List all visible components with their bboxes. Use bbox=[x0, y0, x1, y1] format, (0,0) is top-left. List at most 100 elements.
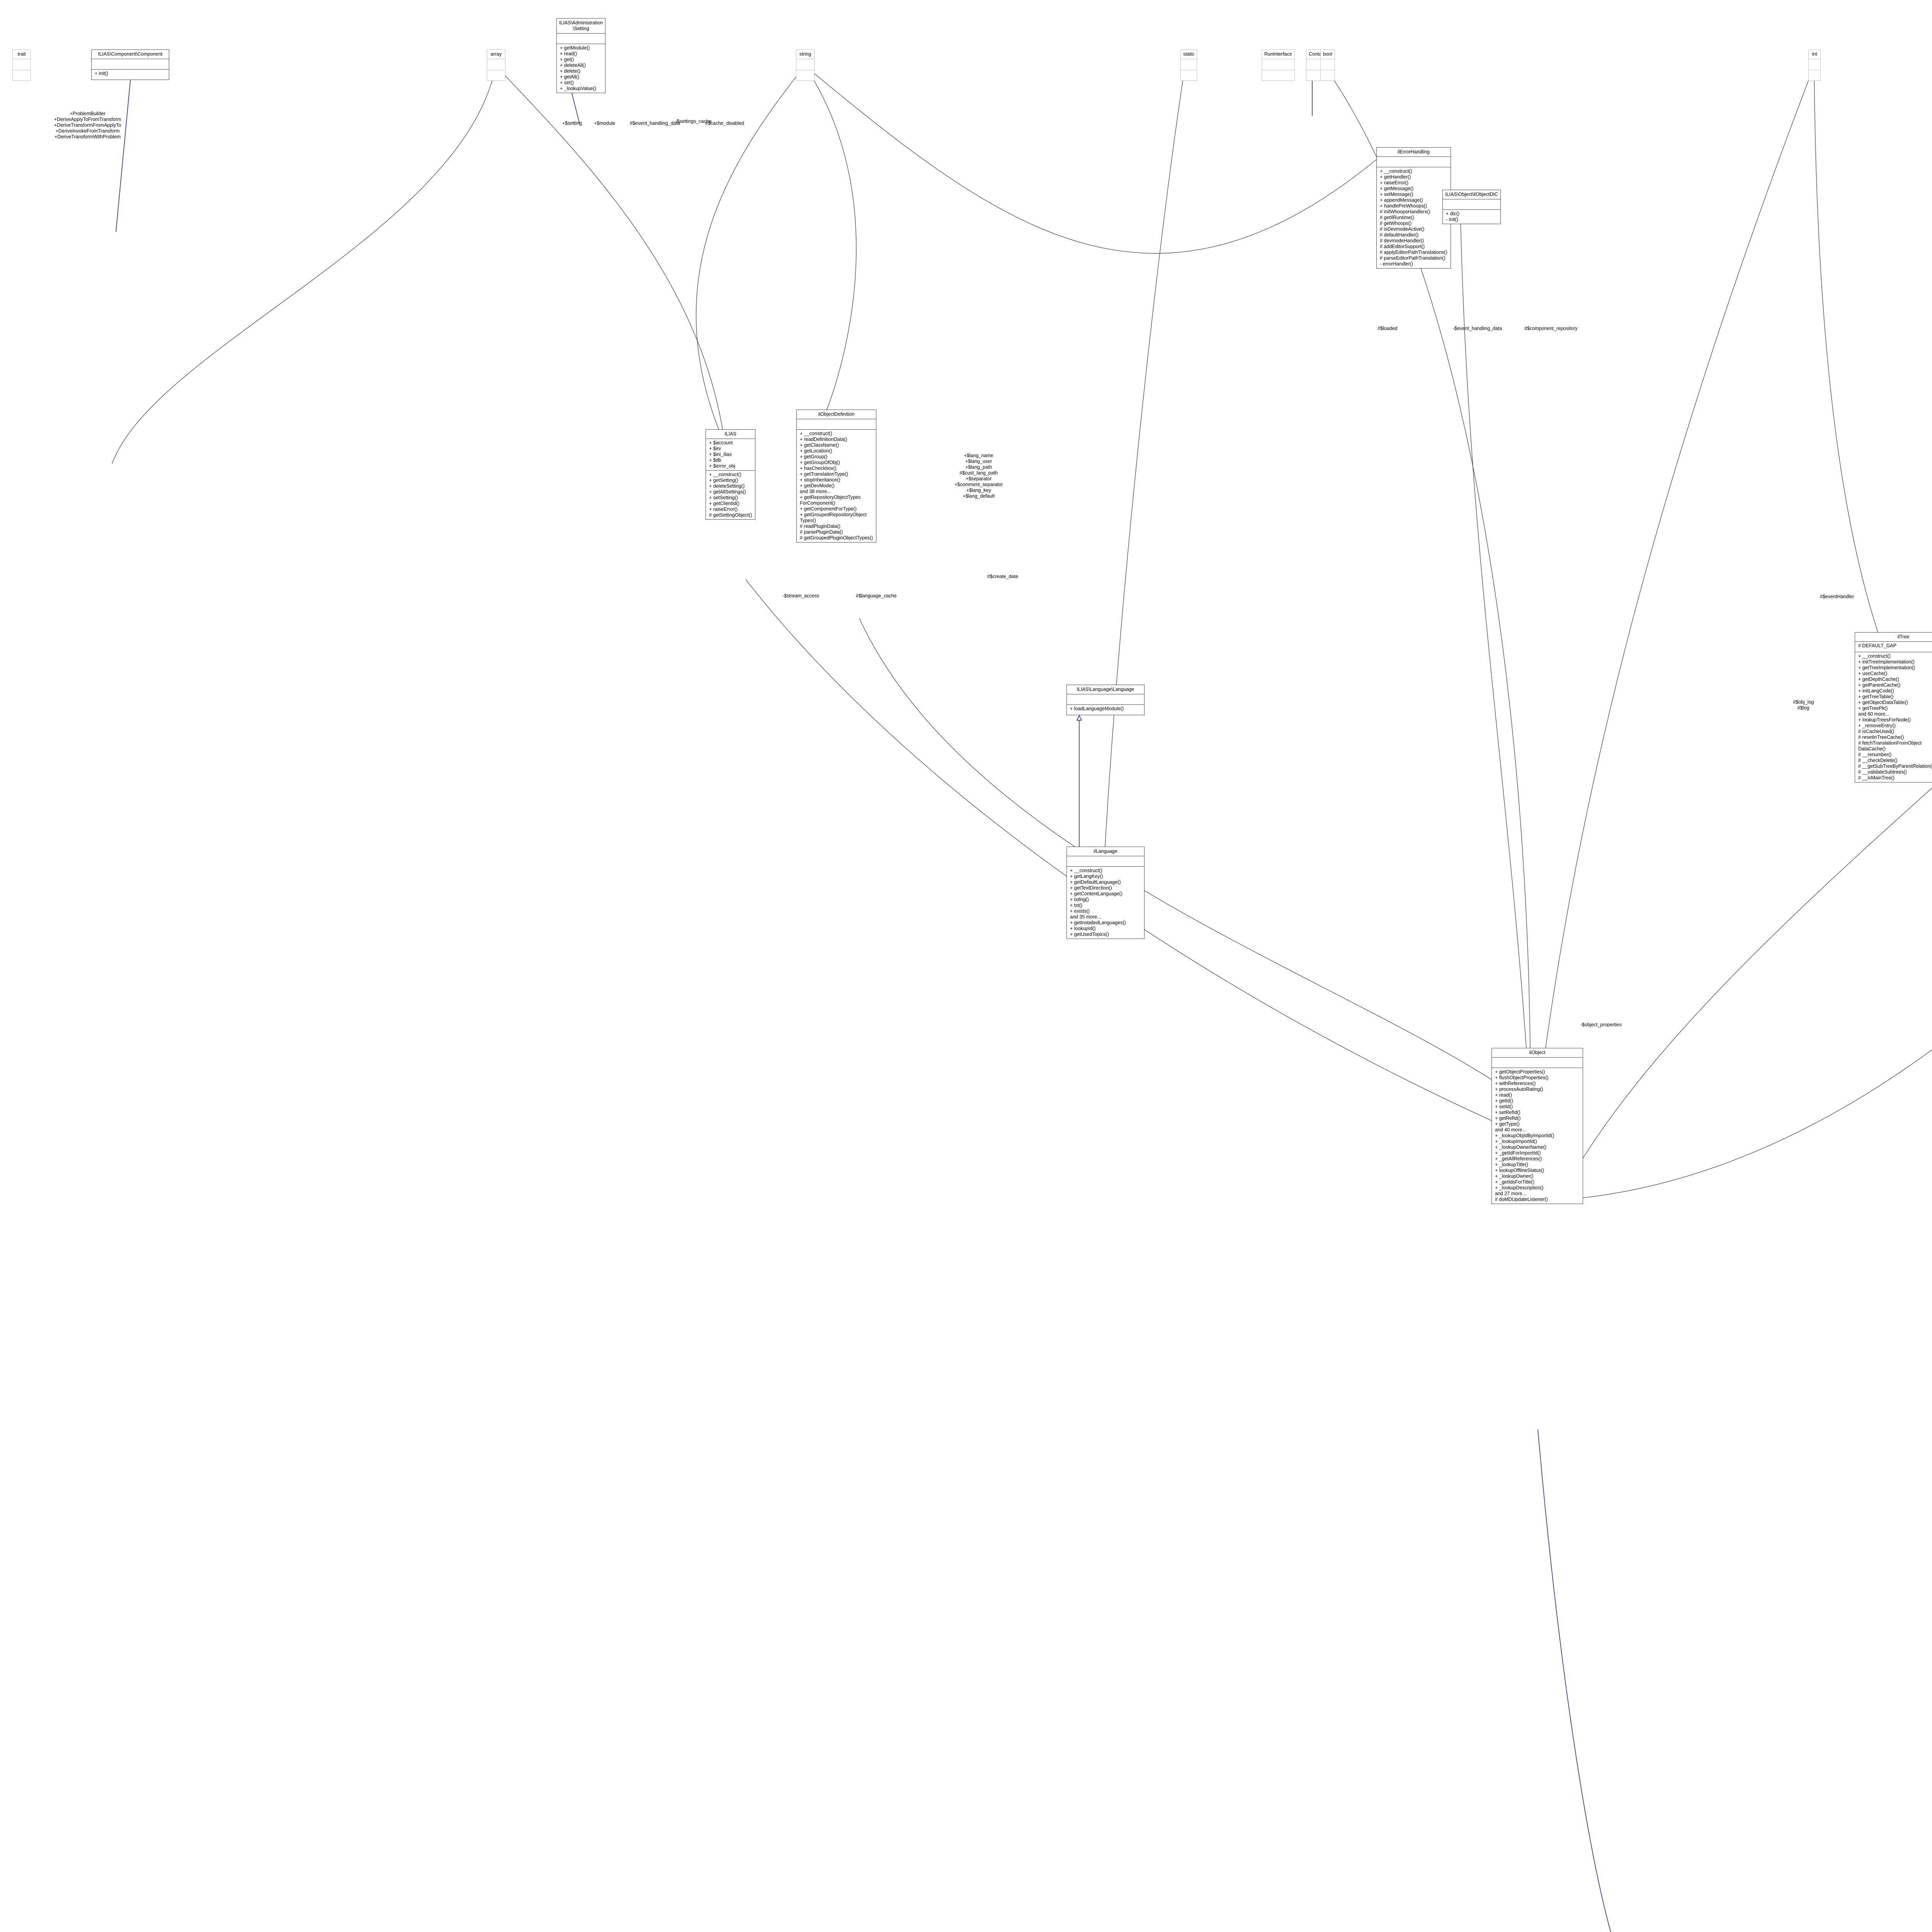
class-attributes bbox=[1443, 199, 1500, 210]
operation: + read() bbox=[1495, 1092, 1512, 1098]
class-box-component[interactable]: ILIAS\Component\Component + init() bbox=[91, 49, 169, 80]
operation: # isCacheUsed() bbox=[1858, 729, 1895, 734]
class-box-ilobject[interactable]: ilObject + getObjectProperties()+ flushOb… bbox=[1492, 1048, 1583, 1204]
operation: + getMessage() bbox=[1380, 186, 1414, 191]
operation: + lookupTreesForNode() bbox=[1858, 717, 1911, 723]
class-name: ilObject bbox=[1492, 1048, 1583, 1058]
class-name: trait bbox=[13, 50, 31, 59]
operation: + getType() bbox=[1495, 1121, 1520, 1127]
edge-label: -$object_properties bbox=[1580, 1022, 1622, 1027]
class-operations: + getObjectProperties()+ flushObjectProp… bbox=[1492, 1068, 1583, 1204]
operation: + processAutoRating() bbox=[1495, 1087, 1543, 1092]
operation: + getComponentForType() bbox=[800, 506, 857, 512]
operation: + getClientId() bbox=[709, 501, 740, 506]
class-attributes bbox=[1377, 157, 1451, 167]
class-box-ilobjectdefinition[interactable]: ilObjectDefinition+ __construct()+ readD… bbox=[796, 410, 876, 543]
class-box-string[interactable]: string bbox=[796, 49, 815, 81]
operation: # parseEditorPathTranslation() bbox=[1380, 255, 1446, 261]
class-box-trait[interactable]: trait bbox=[12, 49, 31, 81]
class-name: array bbox=[487, 50, 505, 59]
class-box-bool[interactable]: bool bbox=[1320, 49, 1335, 81]
class-name: ILIAS\Language\Language bbox=[1067, 685, 1144, 694]
operation: # readPluginData() bbox=[800, 524, 840, 529]
operation: + getUsedTopics() bbox=[1070, 932, 1109, 937]
operation: + setSetting() bbox=[709, 495, 738, 500]
operation: + getLocation() bbox=[800, 448, 832, 454]
class-attributes bbox=[1262, 59, 1294, 70]
class-box-language_if[interactable]: ILIAS\Language\Language + loadLanguageMod… bbox=[1066, 685, 1145, 715]
class-name: static bbox=[1181, 50, 1197, 59]
operation: + getContentLanguage() bbox=[1070, 891, 1122, 896]
operation: # doMDUpdateListener() bbox=[1495, 1197, 1548, 1202]
operation: + delete() bbox=[560, 68, 581, 74]
class-operations: + dic()- init() bbox=[1443, 210, 1500, 224]
class-name: ILIAS\Component\Component bbox=[92, 50, 169, 59]
class-box-array[interactable]: array bbox=[487, 49, 505, 81]
operation: + getInstalledLanguages() bbox=[1070, 920, 1126, 925]
class-name: ILIAS bbox=[706, 430, 755, 439]
operation: + flushObjectProperties() bbox=[1495, 1075, 1549, 1080]
class-box-iltree[interactable]: ilTree# DEFAULT_GAP+ __construct()+ init… bbox=[1855, 632, 1932, 782]
class-box-ilias[interactable]: ILIAS+ $account+ $ini+ $ini_ilias+ $db+ … bbox=[706, 429, 756, 520]
operation: + initLangCode() bbox=[1858, 688, 1894, 694]
operation: + getObjectDataTable() bbox=[1858, 700, 1908, 705]
operation: + getClassName() bbox=[800, 442, 839, 448]
class-name: bool bbox=[1321, 50, 1335, 59]
operation: + dic() bbox=[1446, 211, 1460, 216]
attribute: + $ini_ilias bbox=[709, 452, 732, 457]
operation: # initWhoopsHandlers() bbox=[1380, 209, 1430, 214]
class-operations bbox=[796, 70, 814, 80]
operation: and 35 more... bbox=[1070, 914, 1101, 920]
class-box-admin_setting[interactable]: ILIAS\Administration \Setting+ getModule… bbox=[556, 18, 606, 93]
class-operations bbox=[1181, 70, 1197, 80]
edge-label: #$create_date bbox=[987, 574, 1018, 579]
edge-label: #$loaded bbox=[1378, 326, 1398, 331]
operation: + getDepthCache() bbox=[1858, 677, 1899, 682]
operation: + deleteAll() bbox=[560, 63, 586, 68]
edge-label: #$cache_disabled bbox=[705, 121, 744, 126]
edge-label: +$module bbox=[594, 121, 616, 126]
operation: + get() bbox=[560, 57, 574, 62]
operation: + _lookupDescription() bbox=[1495, 1185, 1544, 1190]
operation: + stopInheritance() bbox=[800, 477, 840, 483]
class-box-illanguage[interactable]: ilLanguage+ __construct()+ getLangKey()+… bbox=[1066, 847, 1145, 939]
operation: + getAllSettings() bbox=[709, 489, 746, 495]
operation: # getWhoops() bbox=[1380, 221, 1412, 226]
class-operations: + __construct()+ initTreeImplementation(… bbox=[1855, 652, 1932, 782]
class-box-int[interactable]: int bbox=[1808, 49, 1821, 81]
class-box-runinterface[interactable]: RunInterface bbox=[1262, 49, 1295, 81]
operation: + exists() bbox=[1070, 908, 1090, 914]
edge-label: +$setting bbox=[562, 121, 582, 126]
operation: + __construct() bbox=[1858, 653, 1891, 659]
operation: + getTreePk() bbox=[1858, 706, 1888, 711]
class-operations: + init() bbox=[92, 70, 169, 80]
class-operations: + getModule()+ read()+ get()+ deleteAll(… bbox=[557, 44, 605, 93]
operation: + init() bbox=[95, 71, 109, 76]
operation: + getTranslationType() bbox=[800, 471, 848, 477]
class-box-ilobjectdic[interactable]: ILIAS\Object\ilObjectDIC+ dic()- init() bbox=[1442, 190, 1501, 224]
operation: # __isMainTree() bbox=[1858, 775, 1895, 781]
operation: + _lookupTitle() bbox=[1495, 1162, 1529, 1167]
class-attributes bbox=[487, 59, 505, 70]
operation: + raiseError() bbox=[1380, 180, 1408, 185]
class-operations: + __construct()+ getSetting()+ deleteSet… bbox=[706, 471, 755, 519]
edge-label: #$obj_log #$log bbox=[1793, 699, 1814, 711]
operation: + txt() bbox=[1070, 903, 1083, 908]
operation: + useCache() bbox=[1858, 671, 1888, 676]
class-attributes bbox=[1809, 59, 1820, 70]
class-attributes bbox=[13, 59, 31, 70]
edge-label: +ProblemBuilder +DeriveApplyToFromTransf… bbox=[54, 111, 121, 139]
operation: and 27 more... bbox=[1495, 1191, 1526, 1196]
operation: + loadLanguageModule() bbox=[1070, 706, 1124, 711]
class-box-ilerrorhandling[interactable]: ilErrorHandling+ __construct()+ getHandl… bbox=[1376, 147, 1451, 269]
attribute: # DEFAULT_GAP bbox=[1858, 643, 1897, 648]
operation: + raiseError() bbox=[709, 507, 738, 512]
class-box-static[interactable]: static bbox=[1180, 49, 1197, 81]
operation: # __checkDelete() bbox=[1858, 758, 1898, 763]
operation: + setMessage() bbox=[1380, 192, 1413, 197]
class-name: ilObjectDefinition bbox=[797, 410, 876, 419]
class-operations bbox=[1809, 70, 1820, 80]
operation: + handlePreWhoops() bbox=[1380, 203, 1427, 209]
operation: + txtlng() bbox=[1070, 897, 1089, 902]
operation: + _getIdsForTitle() bbox=[1495, 1179, 1535, 1185]
